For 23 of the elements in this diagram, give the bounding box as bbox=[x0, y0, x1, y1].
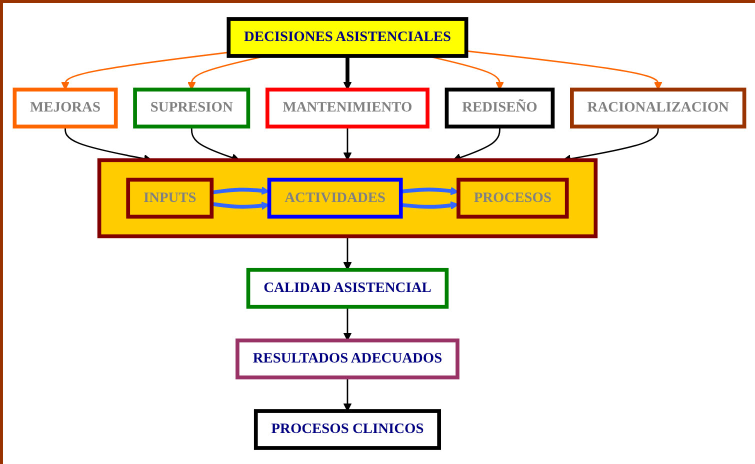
node-box: DECISIONES ASISTENCIALES bbox=[226, 17, 468, 58]
arrow bbox=[60, 52, 228, 90]
node-box: MANTENIMIENTO bbox=[265, 88, 429, 128]
node-box: INPUTS bbox=[126, 178, 214, 219]
node-box: CALIDAD ASISTENCIAL bbox=[246, 268, 448, 309]
arrow bbox=[210, 201, 270, 210]
arrow bbox=[400, 186, 458, 196]
node-box: PROCESOS bbox=[456, 178, 568, 219]
node-box: ACTIVIDADES bbox=[266, 178, 402, 219]
arrow bbox=[466, 50, 662, 90]
node-box: RACIONALIZACION bbox=[570, 88, 746, 128]
node-box: MEJORAS bbox=[12, 88, 118, 128]
arrow bbox=[342, 236, 352, 270]
node-box: RESULTADOS ADECUADOS bbox=[235, 338, 459, 380]
node-box: SUPRESION bbox=[132, 88, 250, 128]
arrow bbox=[342, 56, 352, 90]
arrow bbox=[342, 306, 352, 341]
node-box: PROCESOS CLINICOS bbox=[253, 409, 440, 450]
arrow bbox=[342, 126, 352, 161]
cluster bbox=[96, 158, 598, 238]
arrow bbox=[400, 201, 458, 210]
arrow bbox=[342, 377, 352, 412]
node-box: REDISEÑO bbox=[444, 88, 554, 128]
